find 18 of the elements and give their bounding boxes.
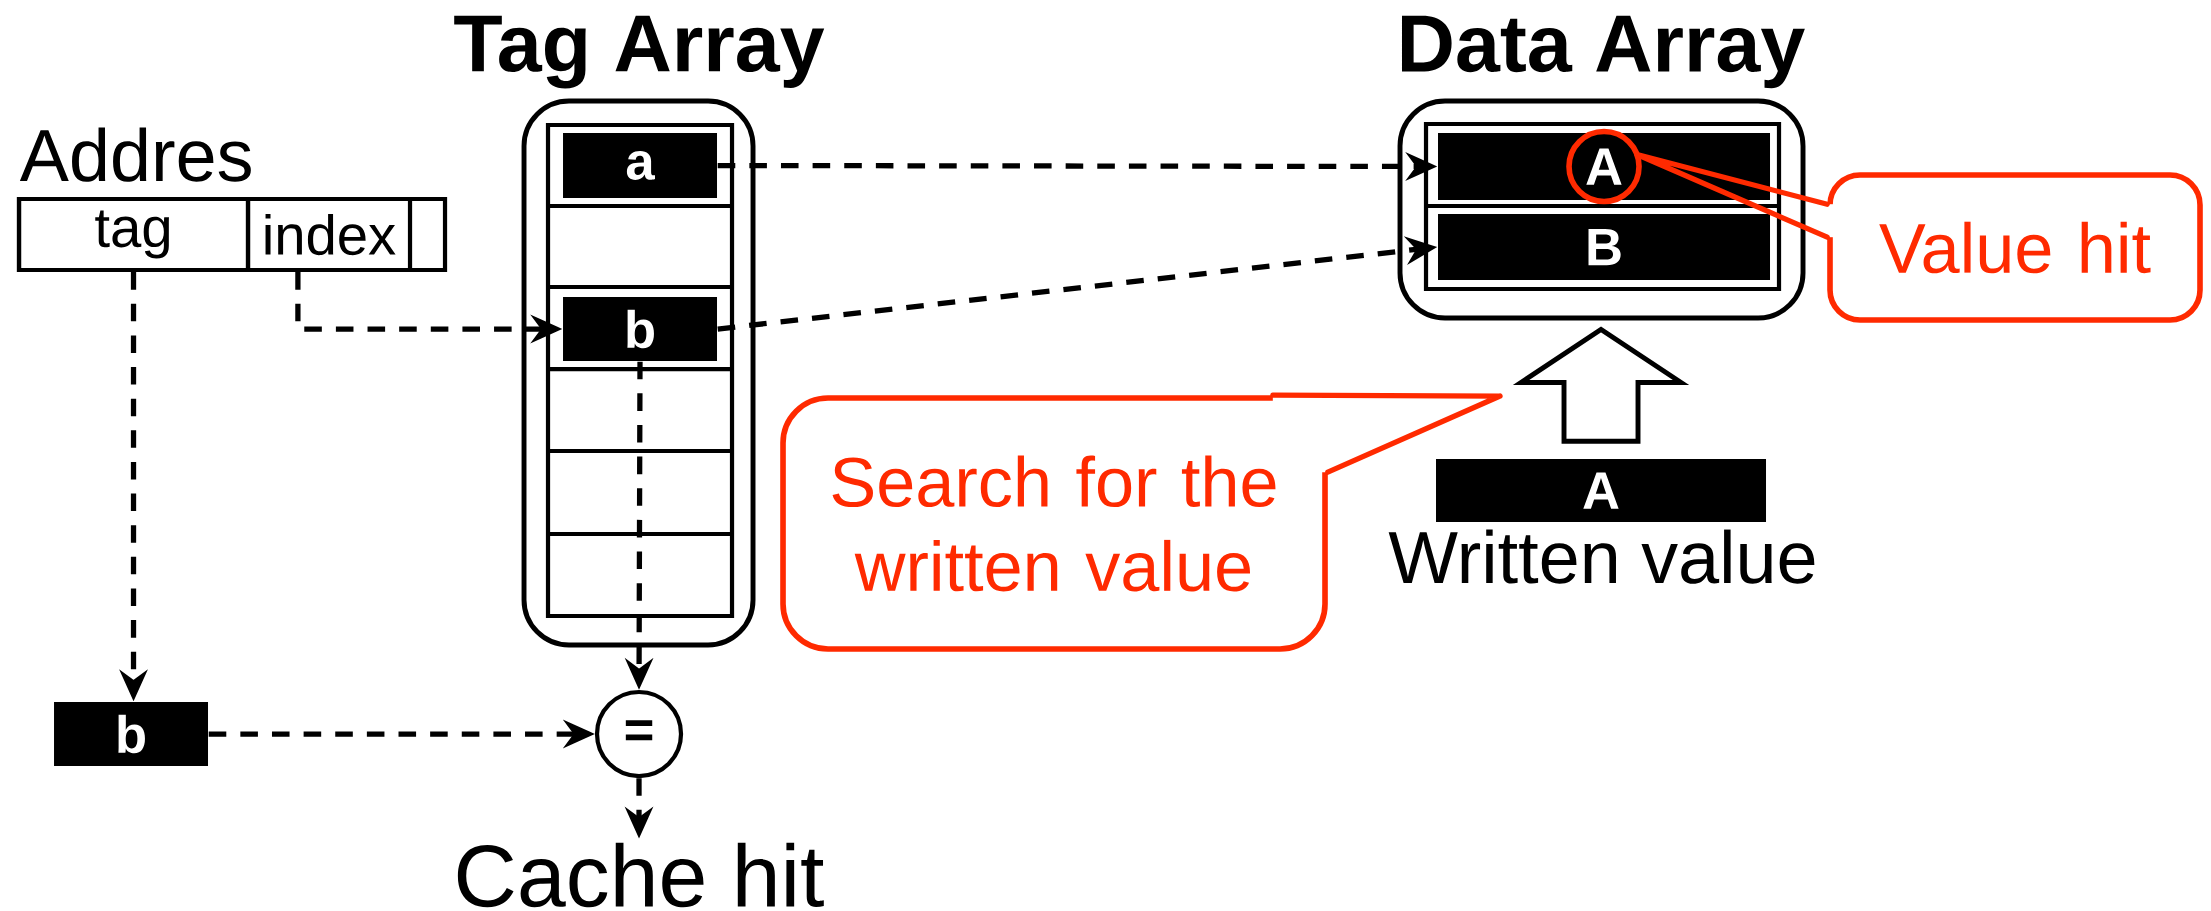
address-label: Addres: [19, 127, 251, 182]
callout-tail: [1270, 389, 1503, 475]
hollow-arrow: [1512, 326, 1690, 444]
callout-tail: [1566, 128, 1836, 240]
array-heading: Data Array: [1402, 15, 1805, 89]
caption-text: Written value: [1388, 529, 1815, 584]
tag-entry: b: [563, 297, 717, 361]
address-field: index: [245, 196, 413, 273]
address-field: tag: [16, 196, 251, 273]
array-heading: Tag Array: [454, 15, 825, 89]
written-value-box: A: [1436, 459, 1766, 522]
data-entry: A: [1438, 133, 1770, 200]
tag-value-box: b: [54, 702, 208, 766]
callout: Value hit: [1827, 172, 2203, 323]
data-entry: B: [1438, 214, 1770, 280]
result-label: Cache hit: [457, 842, 824, 908]
callout: Search for the written value: [780, 395, 1328, 652]
tag-entry: a: [563, 133, 717, 198]
